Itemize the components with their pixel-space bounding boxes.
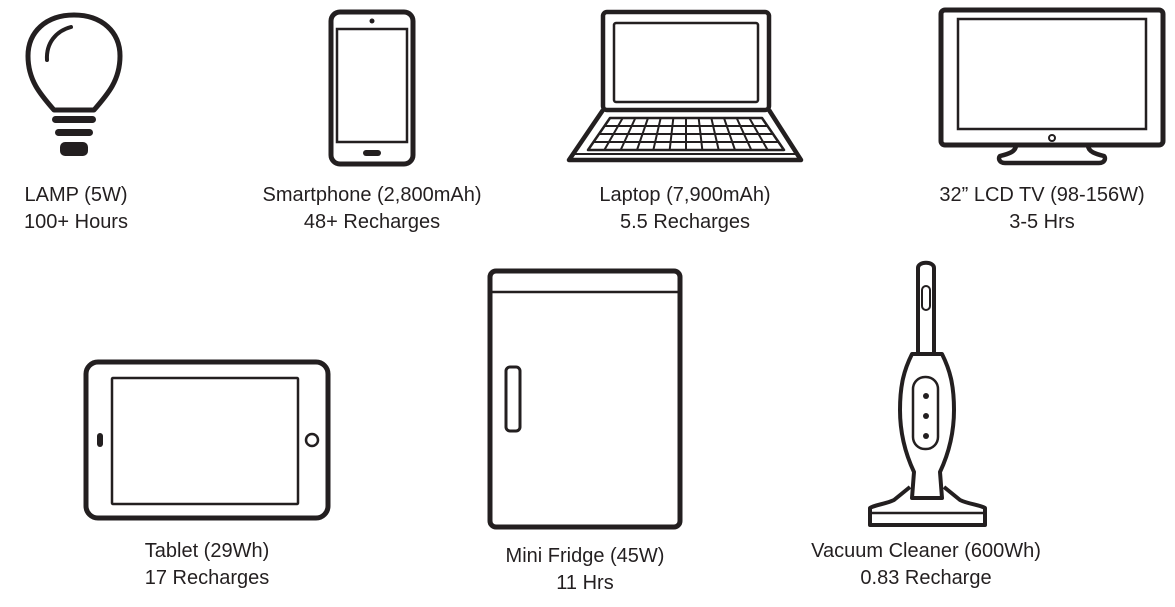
- device-caption: 32” LCD TV (98-156W) 3-5 Hrs: [912, 182, 1172, 236]
- device-runtime: 17 Recharges: [144, 567, 270, 589]
- device-runtime: 0.83 Recharge: [860, 567, 992, 589]
- device-name: Vacuum Cleaner (600Wh): [811, 540, 1041, 562]
- device-name: LAMP (5W): [24, 184, 128, 206]
- device-caption: Vacuum Cleaner (600Wh) 0.83 Recharge: [776, 538, 1076, 592]
- device-name: 32” LCD TV (98-156W): [939, 184, 1145, 206]
- device-caption: Laptop (7,900mAh) 5.5 Recharges: [555, 182, 815, 236]
- device-caption: Smartphone (2,800mAh) 48+ Recharges: [232, 182, 512, 236]
- device-name: Tablet (29Wh): [144, 540, 270, 562]
- device-runtime: 48+ Recharges: [303, 211, 441, 233]
- device-caption: LAMP (5W) 100+ Hours: [0, 182, 152, 236]
- device-runtime: 5.5 Recharges: [619, 211, 751, 233]
- device-caption: Mini Fridge (45W) 11 Hrs: [465, 543, 705, 597]
- device-runtime: 100+ Hours: [24, 211, 128, 233]
- device-name: Smartphone (2,800mAh): [262, 184, 482, 206]
- device-caption: Tablet (29Wh) 17 Recharges: [87, 538, 327, 592]
- device-name: Laptop (7,900mAh): [599, 184, 771, 206]
- device-runtime: 11 Hrs: [556, 572, 614, 594]
- device-runtime: 3-5 Hrs: [1009, 211, 1075, 233]
- device-name: Mini Fridge (45W): [505, 545, 665, 567]
